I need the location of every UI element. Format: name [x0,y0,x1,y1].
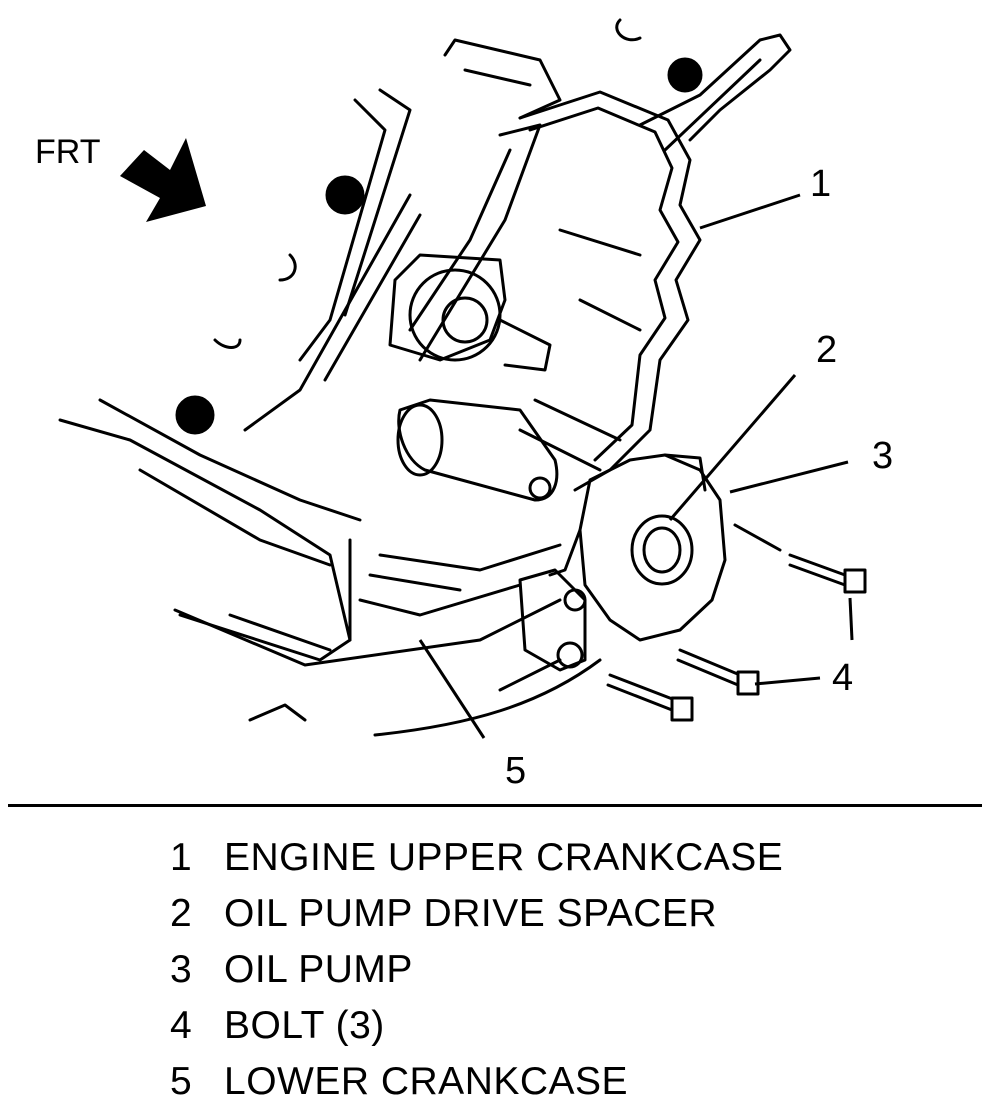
legend-item: 5 LOWER CRANKCASE [170,1054,950,1110]
callout-3: 3 [872,435,893,477]
legend-label: LOWER CRANKCASE [224,1060,629,1103]
callout-5: 5 [505,750,526,792]
legend-item: 4 BOLT (3) [170,998,950,1054]
engine-upper-crankcase [518,90,702,492]
front-direction-arrow [120,138,206,222]
lower-crankcase [58,418,352,662]
parts-legend: 1 ENGINE UPPER CRANKCASE 2 OIL PUMP DRIV… [170,830,950,1110]
leader-lines [418,193,854,739]
legend-divider [8,804,982,807]
oil-pump-drive-spacer [518,568,587,672]
callout-1: 1 [810,163,831,205]
legend-label: ENGINE UPPER CRANKCASE [224,836,784,879]
engine-diagram: FRT [35,18,893,792]
legend-item: 3 OIL PUMP [170,942,950,998]
legend-item: 2 OIL PUMP DRIVE SPACER [170,886,950,942]
legend-number: 5 [170,1060,193,1103]
legend-item: 1 ENGINE UPPER CRANKCASE [170,830,950,886]
legend-label: OIL PUMP [224,948,413,991]
bolts [606,523,867,722]
callout-2: 2 [816,329,837,371]
legend-label: OIL PUMP DRIVE SPACER [224,892,718,935]
legend-label: BOLT (3) [224,1004,385,1047]
legend-number: 4 [170,1004,193,1047]
legend-number: 2 [170,892,193,935]
callout-4: 4 [832,657,853,699]
front-direction-label: FRT [35,133,100,171]
engine-block-drawing [58,18,867,737]
legend-number: 1 [170,836,193,879]
legend-number: 3 [170,948,193,991]
